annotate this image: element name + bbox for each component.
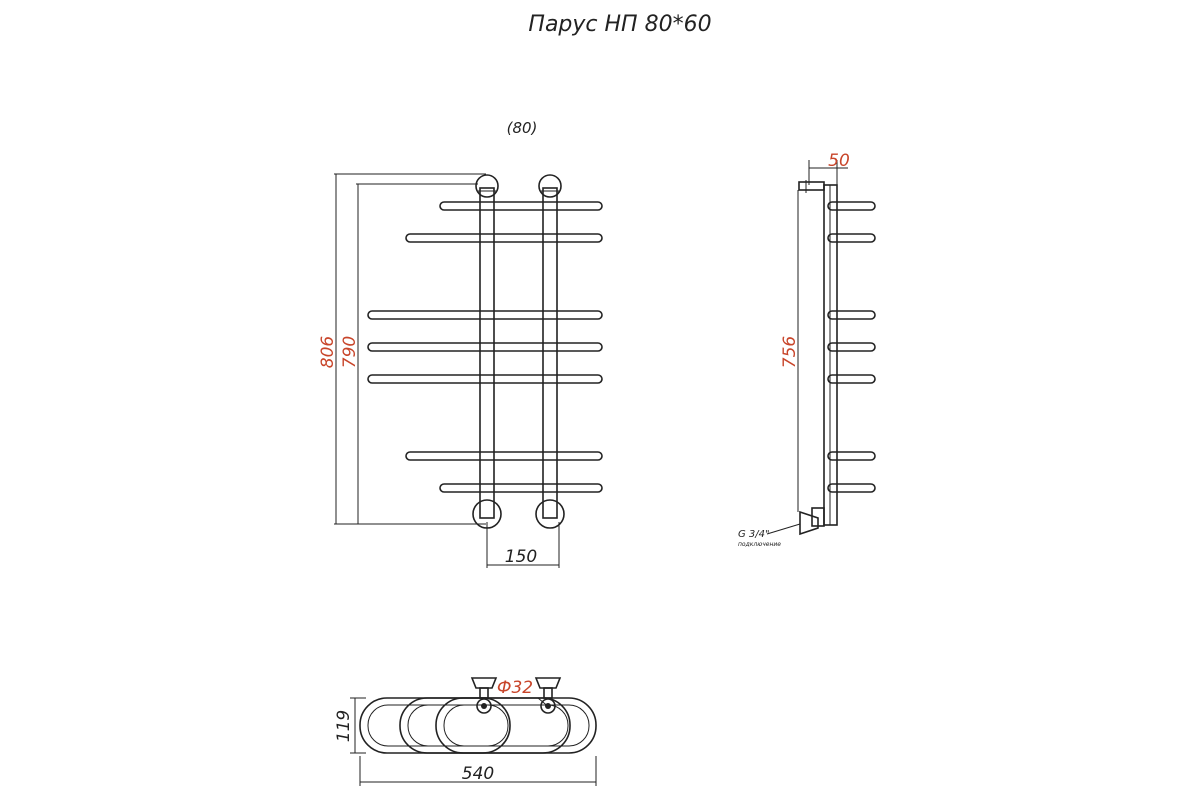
- side-view: 50 756 G 3/4" подключение: [738, 151, 876, 548]
- left-top-cap: [475, 174, 499, 198]
- dim-side-depth: 50: [828, 151, 850, 171]
- thread-label: G 3/4": [738, 529, 770, 540]
- side-bar: [827, 483, 876, 493]
- model-size-label: (80): [507, 119, 538, 137]
- crossbar: [439, 201, 603, 211]
- top-view: Ф32 119 540: [334, 677, 597, 786]
- crossbar: [405, 451, 603, 461]
- right-top-cap: [538, 174, 562, 198]
- left-riser: [479, 187, 495, 519]
- dim-overall-height: 806: [318, 336, 338, 369]
- side-bar: [827, 233, 876, 243]
- left-pipe-section: [476, 698, 492, 714]
- crossbar: [405, 233, 603, 243]
- crossbar: [367, 374, 603, 384]
- dim-diameter: Ф32: [497, 678, 533, 698]
- dim-inner-height: 790: [340, 336, 360, 368]
- drawing-title: Парус НП 80*60: [528, 12, 711, 37]
- top-loop: [359, 697, 511, 754]
- side-bar: [827, 310, 876, 320]
- dim-top-width: 540: [462, 764, 494, 784]
- dim-axis-distance: 150: [505, 547, 537, 567]
- top-bracket: [798, 181, 825, 191]
- side-bar: [827, 342, 876, 352]
- thread-note: подключение: [738, 541, 781, 548]
- crossbar: [439, 483, 603, 493]
- dim-side-height: 756: [780, 336, 800, 369]
- valve-icon: [470, 677, 498, 689]
- dim-top-depth: 119: [334, 710, 354, 742]
- crossbar: [367, 342, 603, 352]
- right-riser: [542, 187, 558, 519]
- right-pipe-section: [540, 698, 556, 714]
- valve-icon: [799, 510, 819, 536]
- valve-icon: [534, 677, 562, 689]
- right-bottom-connection: [535, 499, 565, 529]
- side-bar: [827, 201, 876, 211]
- side-bar: [827, 451, 876, 461]
- top-loop: [435, 697, 597, 754]
- side-bar: [827, 374, 876, 384]
- front-view: (80) 806 790 150: [318, 119, 603, 568]
- crossbar: [367, 310, 603, 320]
